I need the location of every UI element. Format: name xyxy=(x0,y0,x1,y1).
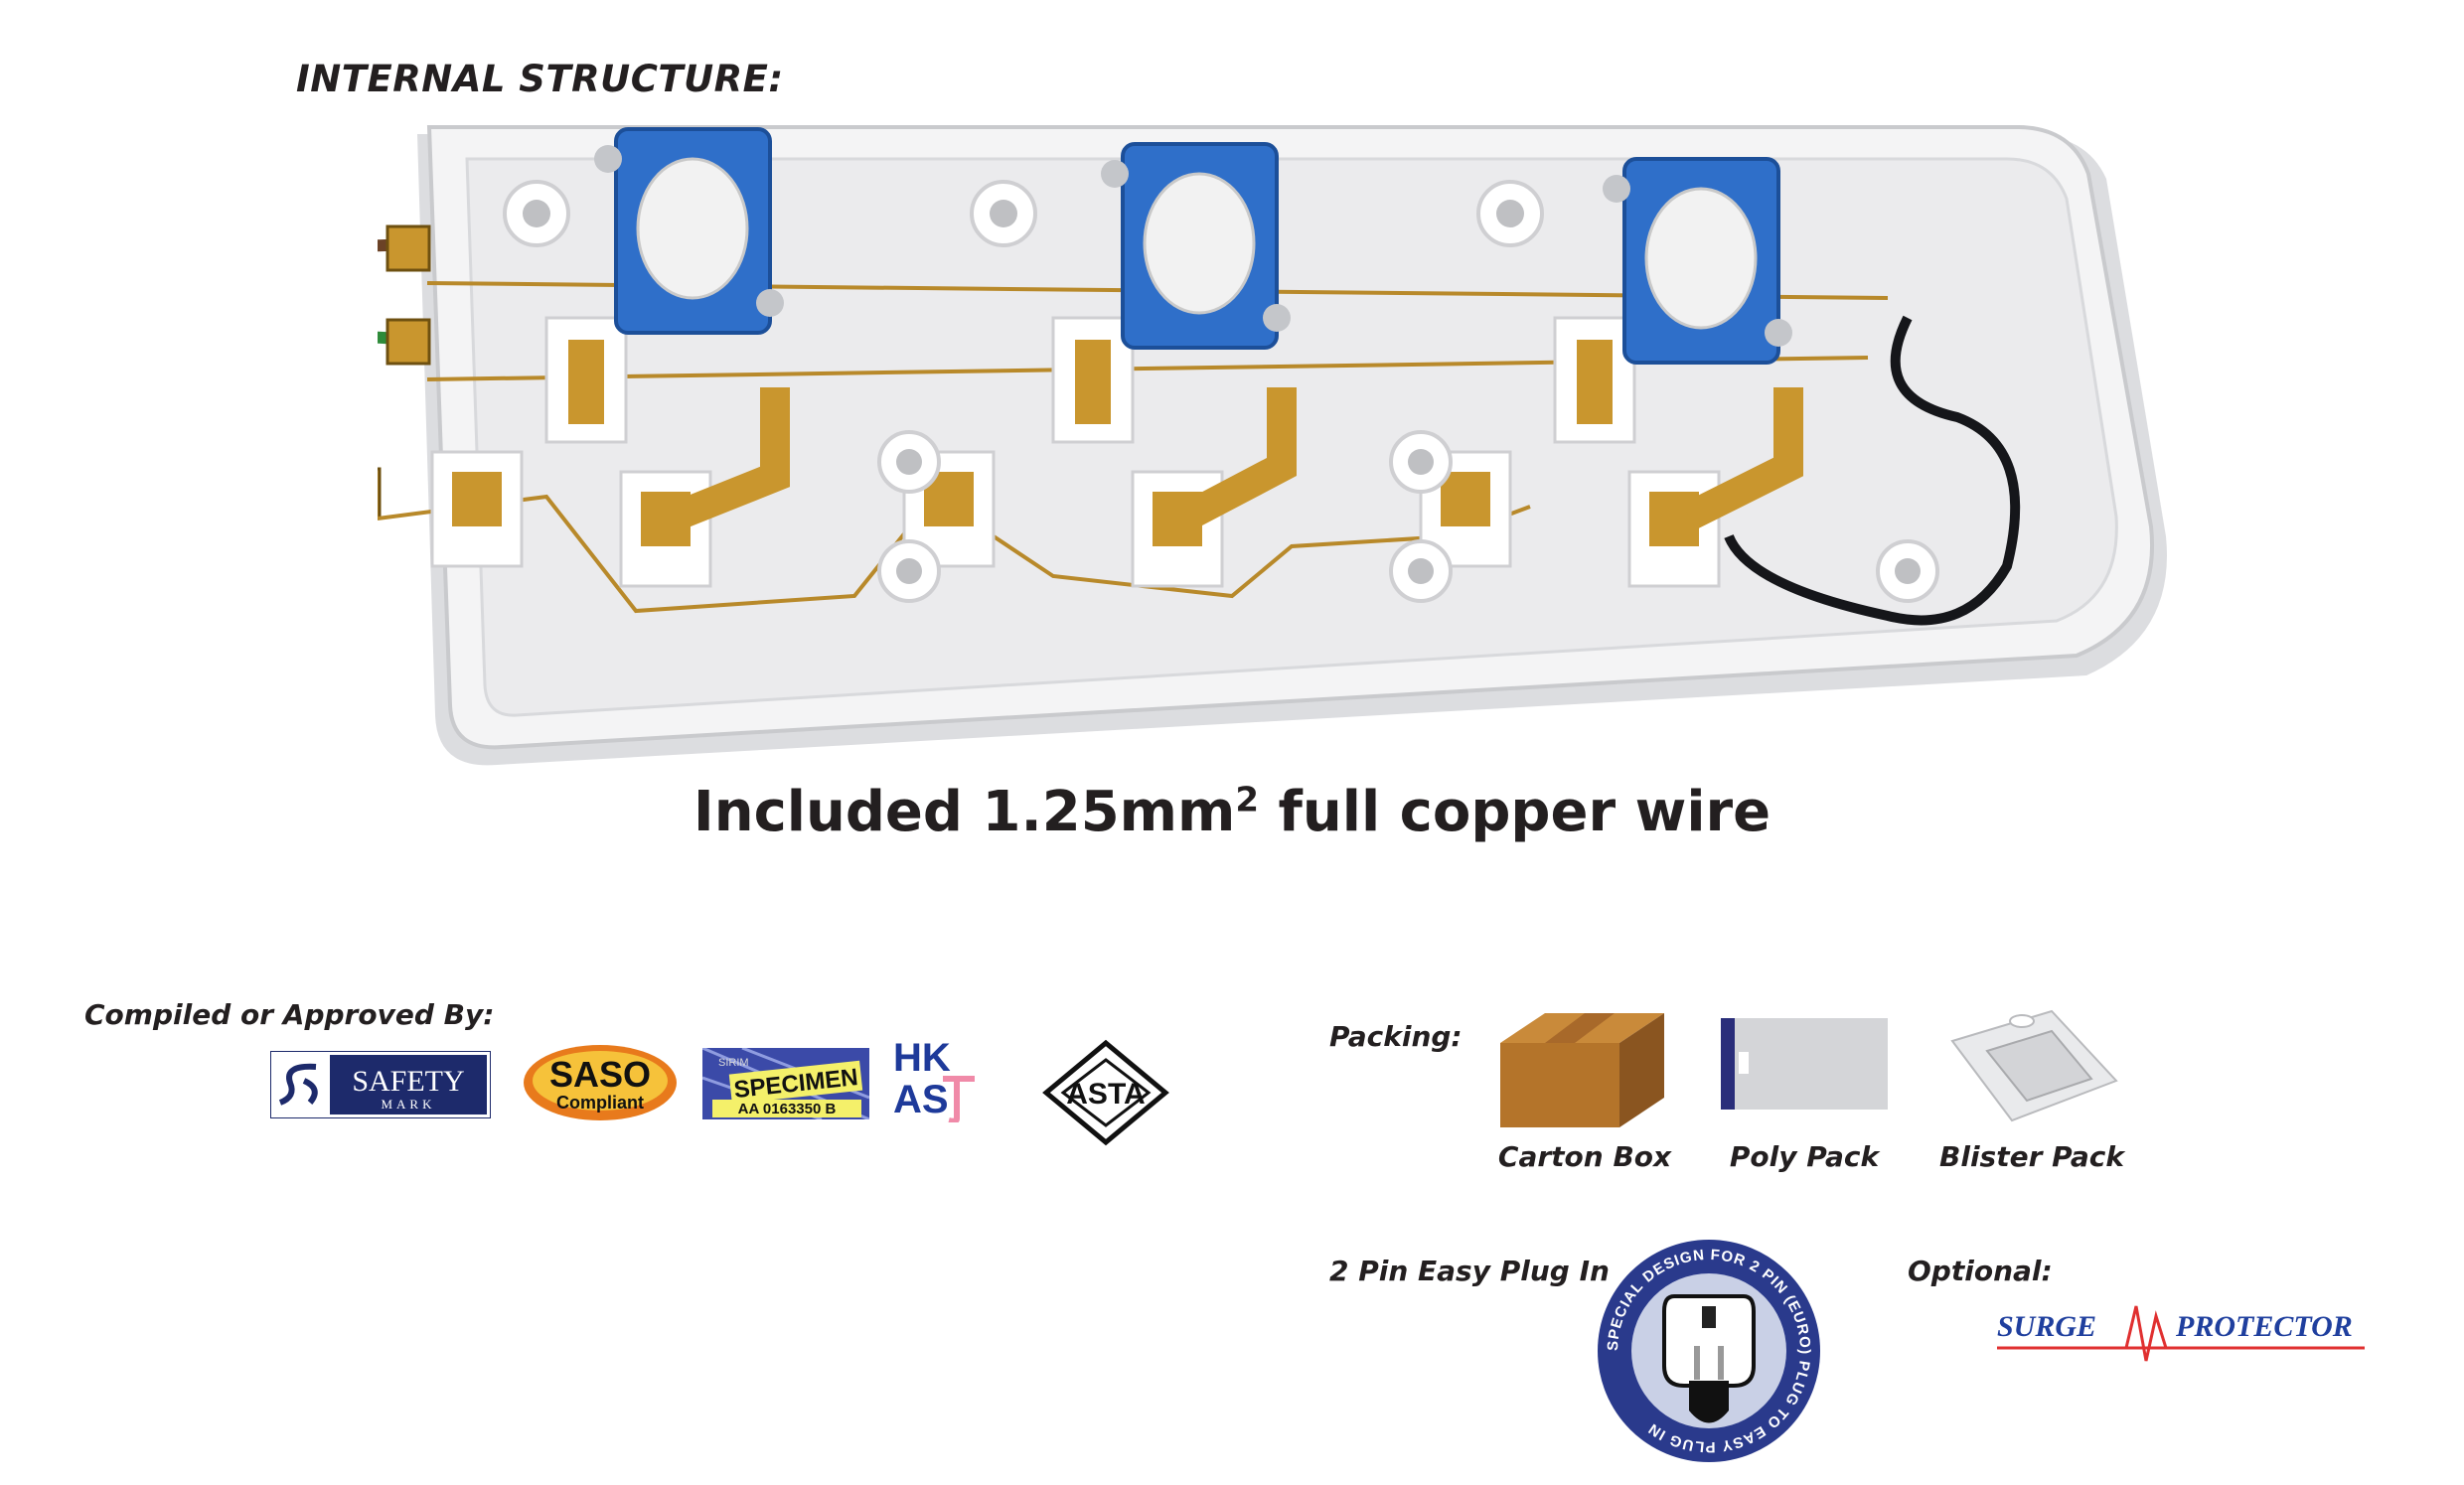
switch-3 xyxy=(1603,157,1792,365)
svg-text:HK: HK xyxy=(893,1036,951,1080)
switch-1 xyxy=(594,127,784,335)
internal-structure-illustration xyxy=(378,125,2167,766)
svg-text:MARK: MARK xyxy=(381,1097,435,1112)
poly-pack-label: Poly Pack xyxy=(1729,1140,1880,1173)
svg-text:AS: AS xyxy=(893,1078,949,1121)
approvals-label: Compiled or Approved By: xyxy=(84,998,495,1031)
packing-label: Packing: xyxy=(1329,1020,1463,1053)
asta-logo: ASTA xyxy=(1042,1039,1169,1146)
svg-text:AA 0163350 B: AA 0163350 B xyxy=(738,1101,837,1117)
svg-text:SAFETY: SAFETY xyxy=(352,1065,464,1098)
blister-pack-label: Blister Pack xyxy=(1939,1140,2124,1173)
svg-text:Compliant: Compliant xyxy=(556,1093,644,1113)
euro-plug-badge-icon: SPECIAL DESIGN FOR 2 PIN (EURO) PLUG TO … xyxy=(1598,1240,1820,1462)
blister-pack-icon xyxy=(1950,1009,2118,1122)
sirim-specimen-logo: SIRIM SPECIMEN AA 0163350 B xyxy=(702,1048,869,1119)
svg-text:ASTA: ASTA xyxy=(1066,1078,1145,1111)
optional-label: Optional: xyxy=(1908,1255,2053,1287)
caption-superscript: 2 xyxy=(1235,780,1260,820)
switch-2 xyxy=(1101,142,1291,350)
svg-text:SURGE: SURGE xyxy=(1997,1310,2096,1343)
carton-box-icon xyxy=(1500,1013,1664,1127)
section-title: INTERNAL STRUCTURE: xyxy=(296,58,784,100)
svg-text:SASO: SASO xyxy=(549,1054,651,1095)
safety-mark-logo: SAFETY MARK xyxy=(270,1051,491,1118)
carton-box-label: Carton Box xyxy=(1497,1140,1672,1173)
svg-text:PROTECTOR: PROTECTOR xyxy=(2175,1310,2353,1343)
caption-text: Included 1.25mm xyxy=(693,780,1236,844)
poly-pack-icon xyxy=(1721,1018,1888,1110)
surge-protector-logo: SURGE PROTECTOR xyxy=(1997,1305,2365,1362)
copper-wire-caption: Included 1.25mm2 full copper wire xyxy=(0,780,2464,844)
two-pin-plug-label: 2 Pin Easy Plug In xyxy=(1329,1255,1610,1287)
saso-compliant-logo: SASO Compliant xyxy=(524,1045,677,1120)
caption-tail: full copper wire xyxy=(1259,780,1771,844)
svg-text:SIRIM: SIRIM xyxy=(718,1057,749,1069)
hkast-logo: HK AS xyxy=(893,1036,975,1122)
